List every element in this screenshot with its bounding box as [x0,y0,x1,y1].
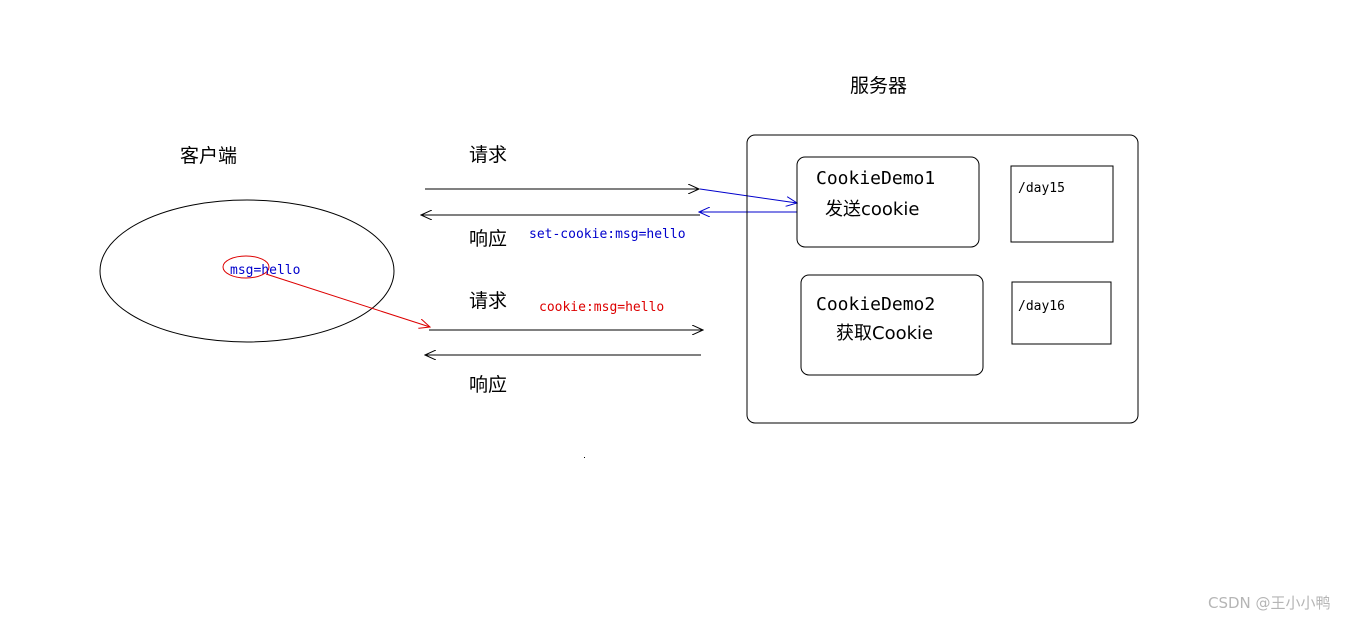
cookiedemo2-action: 获取Cookie [836,323,933,344]
day15-box [1010,165,1114,243]
stray-dot [584,457,585,458]
stored-cookie-label: msg=hello [230,263,300,278]
response-label-2: 响应 [469,374,507,396]
request-to-cookiedemo1-arrow [699,188,797,203]
client-label: 客户端 [180,145,237,167]
response-label-1: 响应 [469,228,507,250]
cookiedemo2-name: CookieDemo2 [816,294,935,315]
csdn-watermark: CSDN @王小小鸭 [1208,594,1331,612]
client-browser-ellipse [99,199,395,343]
stored-cookie-highlight [222,255,270,279]
cookiedemo1-action: 发送cookie [825,199,919,220]
set-cookie-header-label: set-cookie:msg=hello [529,227,686,242]
day16-box [1011,281,1112,345]
cookie-header-label: cookie:msg=hello [539,300,664,315]
request-label-1: 请求 [469,144,507,166]
day15-path: /day15 [1018,181,1065,196]
server-label: 服务器 [850,75,907,97]
request-label-2: 请求 [469,290,507,312]
day16-path: /day16 [1018,299,1065,314]
cookiedemo2-box [800,274,984,376]
cookie-sent-arrow [265,273,430,327]
cookiedemo1-name: CookieDemo1 [816,168,935,189]
cookiedemo1-box [796,156,980,248]
server-box [746,134,1139,424]
